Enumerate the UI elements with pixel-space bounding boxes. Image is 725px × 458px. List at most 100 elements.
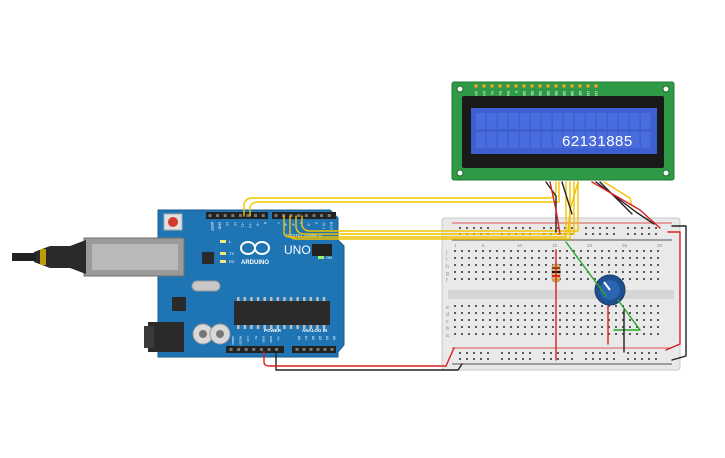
- breadboard-hole[interactable]: [573, 257, 575, 259]
- rail-hole[interactable]: [585, 233, 587, 235]
- rail-hole[interactable]: [508, 352, 510, 354]
- breadboard-hole[interactable]: [566, 250, 568, 252]
- breadboard-hole[interactable]: [482, 264, 484, 266]
- breadboard-hole[interactable]: [650, 312, 652, 314]
- breadboard-hole[interactable]: [468, 319, 470, 321]
- breadboard-hole[interactable]: [601, 305, 603, 307]
- header-pin[interactable]: [312, 214, 316, 217]
- breadboard-hole[interactable]: [615, 305, 617, 307]
- breadboard-hole[interactable]: [475, 278, 477, 280]
- rail-hole[interactable]: [564, 358, 566, 360]
- breadboard-hole[interactable]: [559, 264, 561, 266]
- breadboard-hole[interactable]: [545, 271, 547, 273]
- breadboard-hole[interactable]: [524, 333, 526, 335]
- breadboard-hole[interactable]: [587, 257, 589, 259]
- breadboard-hole[interactable]: [454, 257, 456, 259]
- breadboard-hole[interactable]: [517, 326, 519, 328]
- rail-hole[interactable]: [529, 358, 531, 360]
- breadboard-hole[interactable]: [608, 305, 610, 307]
- breadboard-hole[interactable]: [657, 326, 659, 328]
- rail-hole[interactable]: [613, 352, 615, 354]
- header-pin[interactable]: [289, 214, 293, 217]
- breadboard-hole[interactable]: [524, 264, 526, 266]
- rail-hole[interactable]: [648, 358, 650, 360]
- header-pin[interactable]: [246, 214, 250, 217]
- breadboard-hole[interactable]: [608, 326, 610, 328]
- breadboard-hole[interactable]: [629, 271, 631, 273]
- breadboard-hole[interactable]: [545, 319, 547, 321]
- rail-hole[interactable]: [648, 352, 650, 354]
- rail-hole[interactable]: [648, 233, 650, 235]
- rail-hole[interactable]: [480, 352, 482, 354]
- breadboard-hole[interactable]: [594, 305, 596, 307]
- header-pin[interactable]: [295, 348, 299, 351]
- lcd-pin[interactable]: [577, 83, 583, 89]
- breadboard-hole[interactable]: [594, 312, 596, 314]
- header-pin[interactable]: [229, 348, 233, 351]
- rail-hole[interactable]: [564, 352, 566, 354]
- rail-hole[interactable]: [522, 352, 524, 354]
- header-pin[interactable]: [237, 348, 241, 351]
- lcd-pin[interactable]: [561, 83, 567, 89]
- breadboard-hole[interactable]: [650, 264, 652, 266]
- breadboard-hole[interactable]: [454, 264, 456, 266]
- breadboard-hole[interactable]: [580, 326, 582, 328]
- lcd-pin[interactable]: [497, 83, 503, 89]
- breadboard-hole[interactable]: [503, 305, 505, 307]
- rail-hole[interactable]: [655, 358, 657, 360]
- rail-hole[interactable]: [501, 227, 503, 229]
- lcd-pin[interactable]: [489, 83, 495, 89]
- breadboard-hole[interactable]: [594, 278, 596, 280]
- breadboard-hole[interactable]: [503, 271, 505, 273]
- rail-hole[interactable]: [473, 358, 475, 360]
- lcd-pin[interactable]: [585, 83, 591, 89]
- breadboard-hole[interactable]: [482, 333, 484, 335]
- breadboard-hole[interactable]: [622, 257, 624, 259]
- rail-hole[interactable]: [627, 233, 629, 235]
- breadboard-hole[interactable]: [622, 271, 624, 273]
- breadboard-hole[interactable]: [496, 319, 498, 321]
- rail-hole[interactable]: [550, 352, 552, 354]
- rail-hole[interactable]: [634, 227, 636, 229]
- breadboard-hole[interactable]: [636, 333, 638, 335]
- breadboard-hole[interactable]: [510, 257, 512, 259]
- lcd-pin[interactable]: [593, 83, 599, 89]
- breadboard-hole[interactable]: [517, 319, 519, 321]
- rail-hole[interactable]: [557, 358, 559, 360]
- rail-hole[interactable]: [641, 358, 643, 360]
- rail-hole[interactable]: [606, 233, 608, 235]
- breadboard-hole[interactable]: [580, 271, 582, 273]
- header-pin[interactable]: [275, 348, 279, 351]
- breadboard-hole[interactable]: [538, 326, 540, 328]
- breadboard-hole[interactable]: [601, 271, 603, 273]
- rail-hole[interactable]: [655, 233, 657, 235]
- breadboard-hole[interactable]: [531, 319, 533, 321]
- rail-hole[interactable]: [585, 358, 587, 360]
- rail-hole[interactable]: [473, 227, 475, 229]
- breadboard-hole[interactable]: [510, 312, 512, 314]
- breadboard-hole[interactable]: [573, 264, 575, 266]
- breadboard-hole[interactable]: [573, 271, 575, 273]
- breadboard-hole[interactable]: [510, 319, 512, 321]
- breadboard-hole[interactable]: [559, 305, 561, 307]
- breadboard-hole[interactable]: [566, 271, 568, 273]
- breadboard-hole[interactable]: [503, 333, 505, 335]
- breadboard-hole[interactable]: [531, 250, 533, 252]
- rail-hole[interactable]: [634, 233, 636, 235]
- breadboard-hole[interactable]: [524, 326, 526, 328]
- breadboard-hole[interactable]: [454, 250, 456, 252]
- breadboard-hole[interactable]: [524, 319, 526, 321]
- breadboard-hole[interactable]: [468, 250, 470, 252]
- breadboard-hole[interactable]: [608, 250, 610, 252]
- rail-hole[interactable]: [487, 227, 489, 229]
- breadboard-hole[interactable]: [461, 257, 463, 259]
- header-pin[interactable]: [208, 214, 212, 217]
- breadboard-hole[interactable]: [496, 278, 498, 280]
- breadboard-hole[interactable]: [643, 250, 645, 252]
- header-pin[interactable]: [261, 214, 265, 217]
- rail-hole[interactable]: [613, 233, 615, 235]
- rail-hole[interactable]: [641, 233, 643, 235]
- rail-hole[interactable]: [655, 227, 657, 229]
